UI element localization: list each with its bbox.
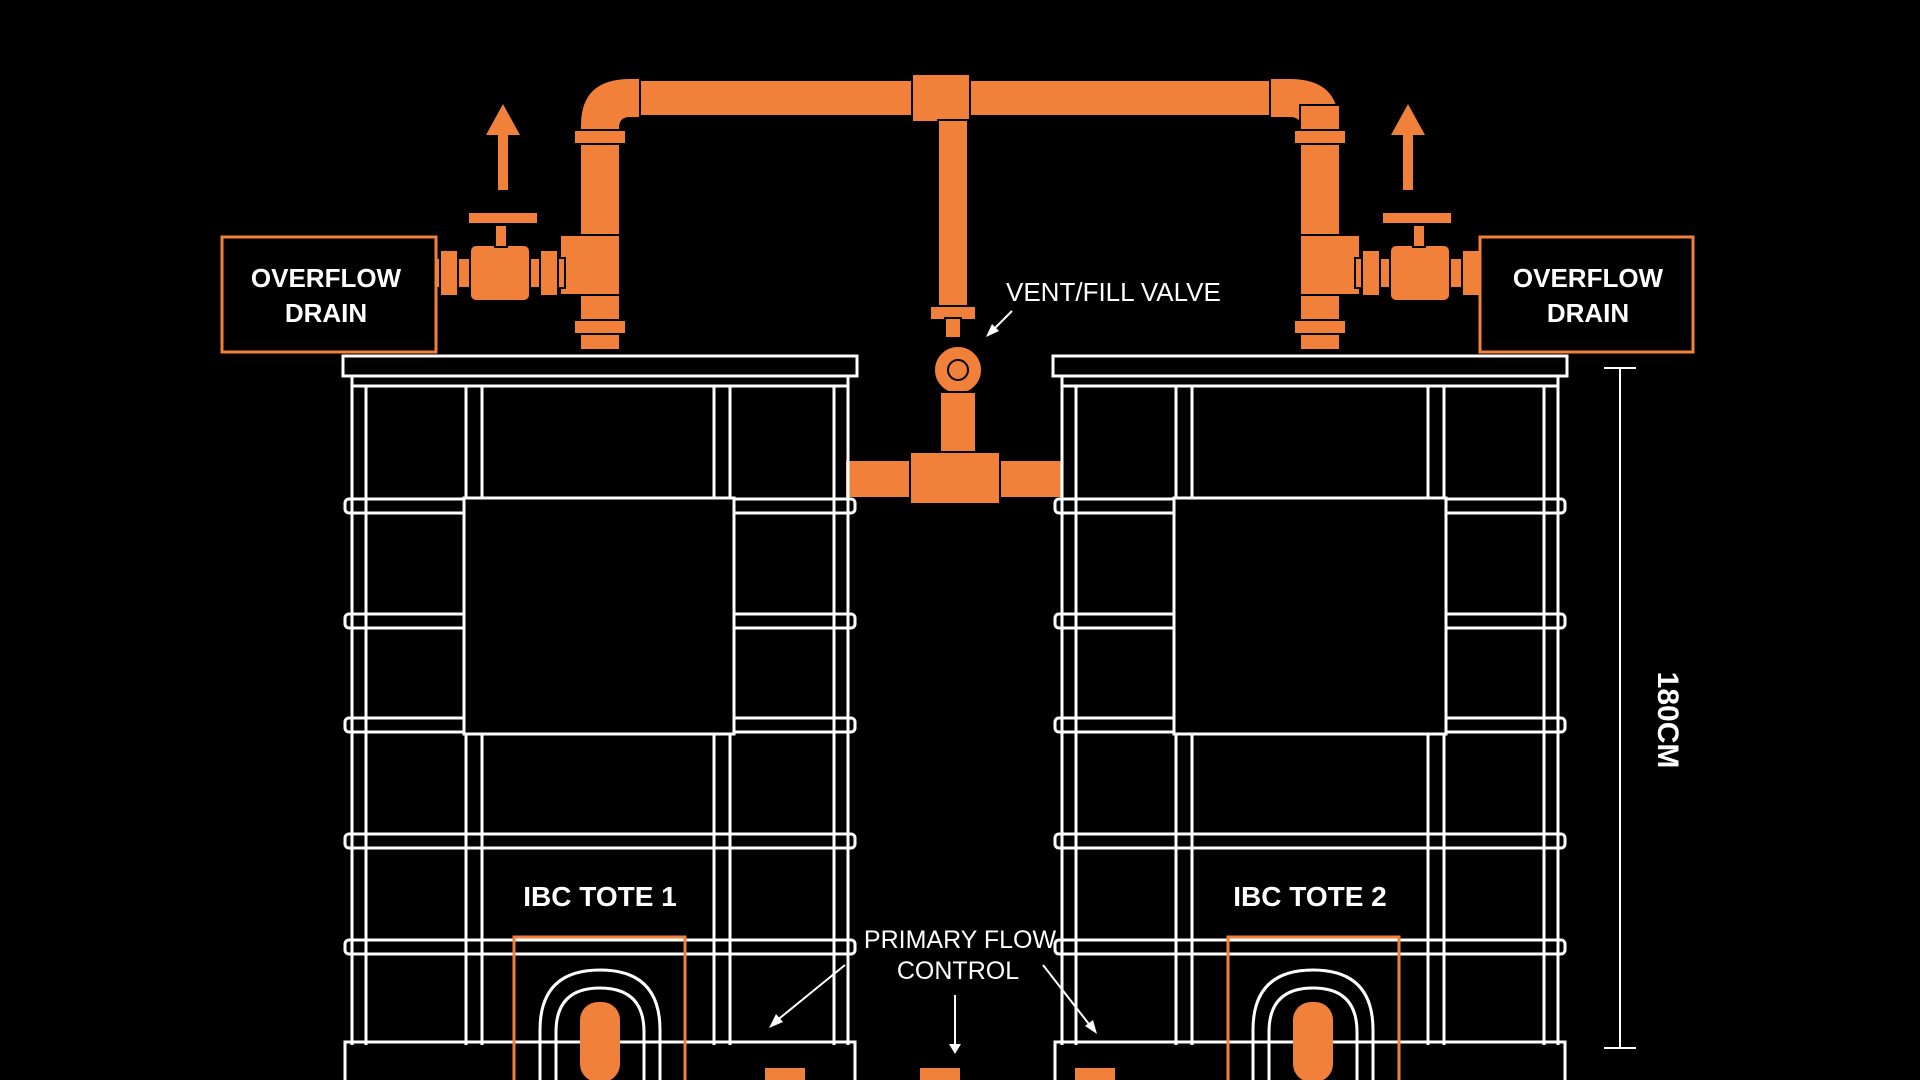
left-overflow-valve: [434, 211, 566, 302]
height-dimension: 180CM: [1604, 367, 1684, 1049]
tote-2-label: IBC TOTE 2: [1233, 881, 1387, 912]
overflow-drain-left-label-1: OVERFLOW: [251, 263, 402, 293]
tote-1-label: IBC TOTE 1: [523, 881, 677, 912]
primary-flow-control: PRIMARY FLOW CONTROL: [765, 926, 1115, 1080]
ibc-tote-1: IBC TOTE 1: [341, 354, 859, 1080]
overflow-drain-left-box: OVERFLOW DRAIN: [220, 235, 438, 354]
overflow-drain-right-label-1: OVERFLOW: [1513, 263, 1664, 293]
ibc-tote-2: IBC TOTE 2: [1051, 354, 1569, 1080]
top-pipe-manifold: [559, 73, 1361, 351]
overflow-drain-left-label-2: DRAIN: [285, 298, 367, 328]
primary-flow-label-1: PRIMARY FLOW: [864, 926, 1057, 954]
vent-fill-valve-label: VENT/FILL VALVE: [1006, 277, 1221, 307]
vent-fill-valve: [844, 305, 1064, 505]
right-overflow-arrow: [1391, 104, 1425, 190]
overflow-drain-right-label-2: DRAIN: [1547, 298, 1629, 328]
vent-fill-valve-callout: VENT/FILL VALVE: [986, 277, 1221, 337]
right-overflow-valve: [1354, 211, 1486, 302]
primary-flow-label-2: CONTROL: [897, 957, 1019, 985]
overflow-drain-right-box: OVERFLOW DRAIN: [1478, 235, 1695, 354]
height-dimension-label: 180CM: [1651, 672, 1684, 769]
left-overflow-arrow: [486, 104, 520, 190]
